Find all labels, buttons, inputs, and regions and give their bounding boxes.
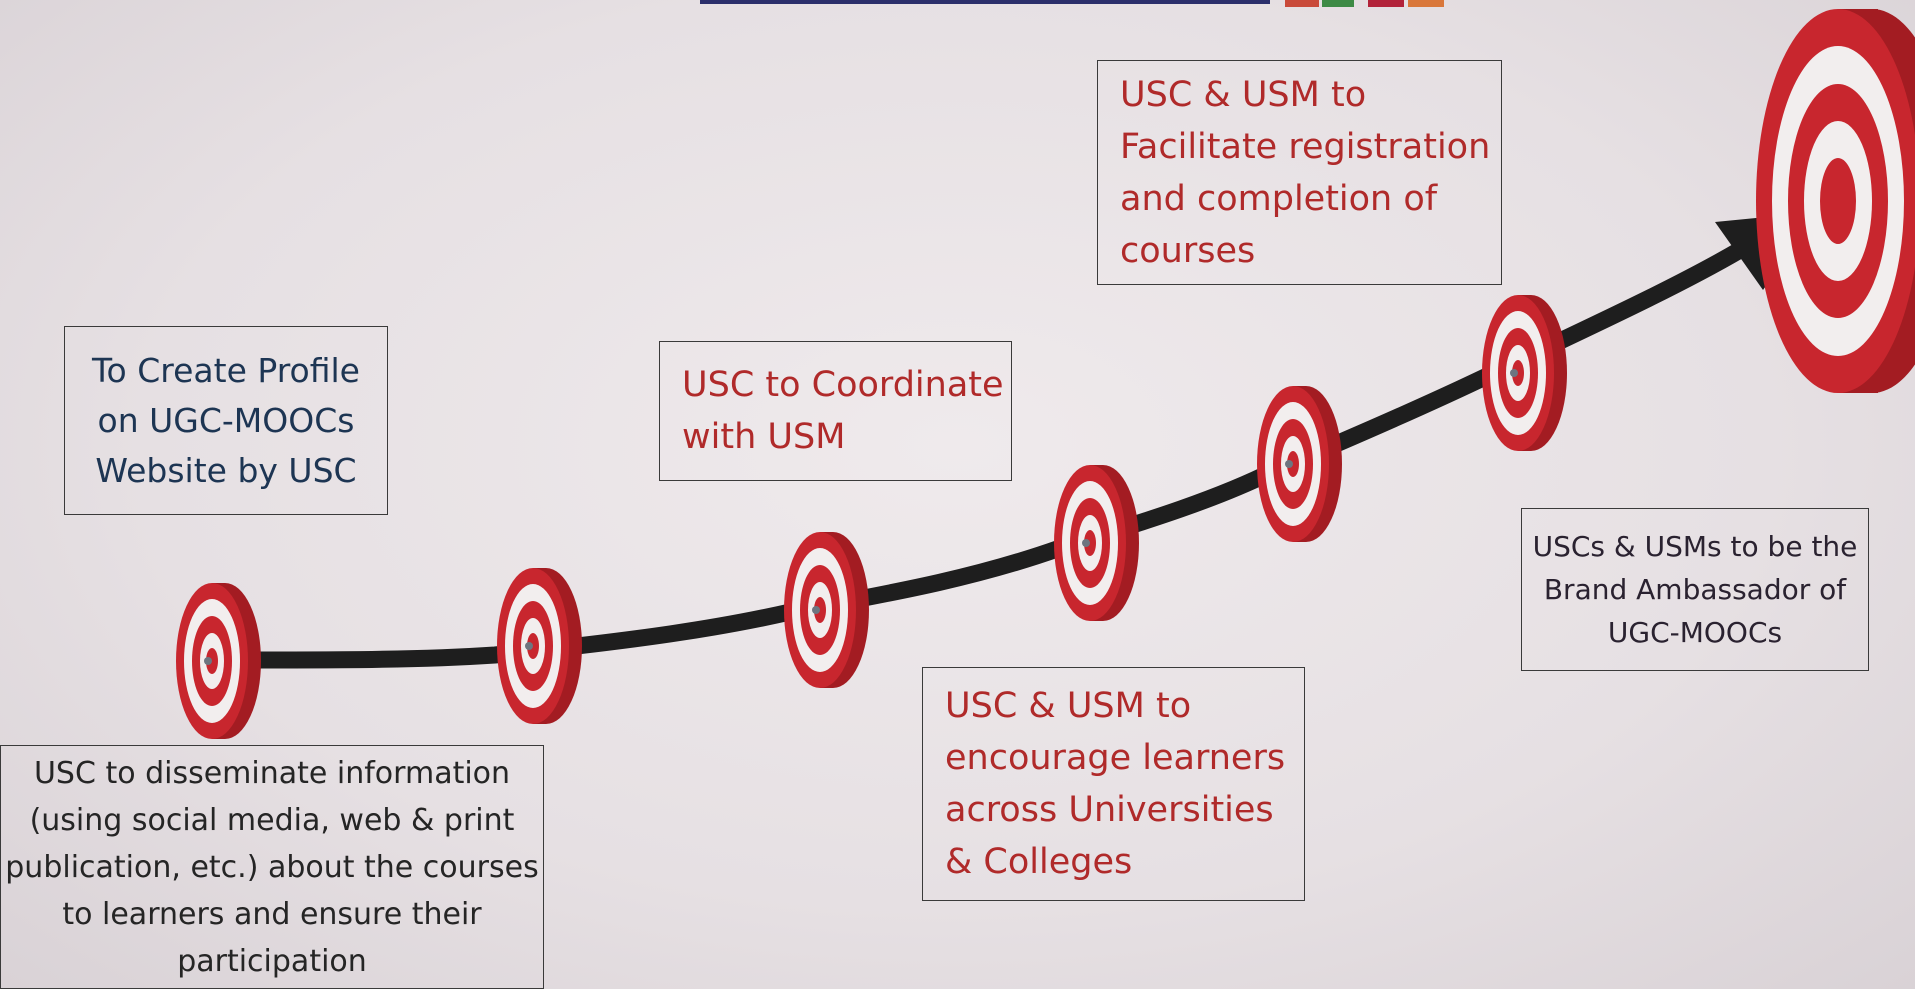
step-box-facilitate: USC & USM to Facilitate registration and… (1097, 60, 1502, 285)
step-box-coordinate: USC to Coordinate with USM (659, 341, 1012, 481)
step-box-disseminate: USC to disseminate information (using so… (0, 745, 544, 989)
step-box-ambassador: USCs & USMs to be the Brand Ambassador o… (1521, 508, 1869, 671)
step-create-profile-text: To Create Profile on UGC-MOOCs Website b… (92, 350, 360, 490)
step-box-encourage: USC & USM to encourage learners across U… (922, 667, 1305, 901)
step-encourage-text: USC & USM to encourage learners across U… (945, 686, 1286, 882)
step-ambassador-text: USCs & USMs to be the Brand Ambassador o… (1532, 530, 1858, 649)
step-box-create-profile: To Create Profile on UGC-MOOCs Website b… (64, 326, 388, 515)
target-icon (784, 532, 869, 688)
target-icon (497, 568, 582, 724)
target-icon (1482, 295, 1567, 451)
target-icon (1257, 386, 1342, 542)
bullseye-icon (1756, 9, 1915, 393)
target-icon (1054, 465, 1139, 621)
step-disseminate-text: USC to disseminate information (using so… (5, 755, 539, 979)
step-coordinate-text: USC to Coordinate with USM (682, 365, 1004, 457)
target-icon (176, 583, 261, 739)
step-facilitate-text: USC & USM to Facilitate registration and… (1120, 74, 1491, 271)
